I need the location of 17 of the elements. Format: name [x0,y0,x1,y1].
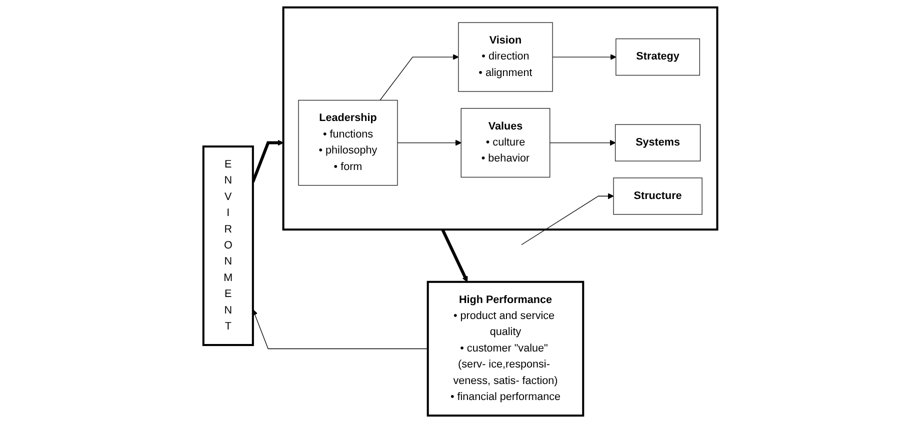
cluster [282,6,718,231]
arrow [252,309,428,350]
arrow [520,193,614,246]
node-box: Leadership • functions • philosophy • form [298,100,398,186]
node-box: Systems [614,124,700,162]
node-box: High Performance • product and service quality • customer "value" (serv- ice,responsi- veness, satis- faction) • financial performance [426,280,584,417]
arrow [379,54,458,101]
arrow [552,54,616,60]
arrow [251,140,284,182]
node-box: Values • culture • behavior [460,108,550,178]
node-box: Strategy [615,38,700,76]
node-box: ENVIRONMENT [202,145,254,346]
node-box: Structure [612,178,702,215]
arrow [396,140,462,146]
arrow [549,140,616,146]
node-box: Vision • direction • alignment [458,22,553,92]
arrow [440,228,468,282]
